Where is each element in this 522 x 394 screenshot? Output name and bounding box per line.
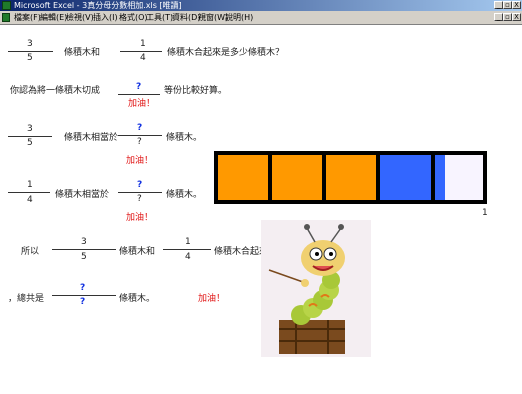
prompt-text: 你認為將一條積木切成 <box>10 86 101 96</box>
row2-q-numerator[interactable]: ? <box>137 180 143 190</box>
row2-denominator: 4 <box>27 195 33 205</box>
menu-tools[interactable]: 工具(T) <box>146 13 174 22</box>
total-q-bar <box>52 295 116 296</box>
menu-window[interactable]: 視窗(W) <box>198 13 229 22</box>
summary-frac2-bar <box>163 249 211 250</box>
bar-model-label: 1 <box>482 208 488 218</box>
row1-text-2: 條積木。 <box>166 133 203 143</box>
question-frac1-numerator: 3 <box>27 39 33 49</box>
question-frac2-bar <box>120 51 162 52</box>
prompt-blank[interactable]: ? <box>136 82 142 92</box>
maximize-button[interactable]: ▫ <box>503 1 512 9</box>
row1-text: 條積木相當於 <box>64 133 119 143</box>
summary-frac1-bar <box>52 249 116 250</box>
question-frac2-numerator: 1 <box>140 39 146 49</box>
row1-q-bar <box>118 135 162 136</box>
prompt-text-2: 等份比較好算。 <box>164 86 228 96</box>
summary-frac1-denominator: 5 <box>81 252 87 262</box>
menu-view[interactable]: 檢視(V) <box>66 13 94 22</box>
excel-icon <box>2 1 11 10</box>
row1-cheer: 加油！ <box>126 156 154 166</box>
prompt-cheer: 加油！ <box>128 99 156 109</box>
row2-bar <box>8 192 50 193</box>
row1-denominator: 5 <box>27 138 33 148</box>
menu-file[interactable]: 檔案(F) <box>14 13 41 22</box>
total-cheer: 加油！ <box>198 294 226 304</box>
doc-close-button[interactable]: X <box>512 13 521 21</box>
title-bar: Microsoft Excel - 3真分母分數相加.xls [唯讀] _ ▫ … <box>0 0 522 11</box>
summary-frac2-denominator: 4 <box>185 252 191 262</box>
row1-q-denominator[interactable]: ? <box>137 137 142 147</box>
question-frac1-bar <box>8 51 53 52</box>
bar-segment-3 <box>326 155 376 200</box>
bar-segment-5-empty <box>445 155 483 200</box>
row2-text: 條積木相當於 <box>55 190 110 200</box>
menu-data[interactable]: 資料(D) <box>172 13 201 22</box>
worksheet: 3 5 條積木和 1 4 條積木合起來是多少條積木？ 你認為將一條積木切成 ? … <box>0 25 522 394</box>
row2-q-bar <box>118 192 162 193</box>
menu-edit[interactable]: 編輯(E) <box>40 13 68 22</box>
summary-lead: 所以 <box>21 247 40 257</box>
question-text-2: 條積木合起來是多少條積木？ <box>167 48 285 58</box>
summary-frac1-numerator: 3 <box>81 237 87 247</box>
question-frac1-denominator: 5 <box>27 53 33 63</box>
total-lead: ，總共是 <box>8 294 45 304</box>
close-button[interactable]: X <box>512 1 521 9</box>
row2-cheer: 加油！ <box>126 213 154 223</box>
menu-insert[interactable]: 插入(I) <box>93 13 118 22</box>
menu-format[interactable]: 格式(O) <box>119 13 148 22</box>
caterpillar-illustration <box>261 220 371 357</box>
menu-bar: 檔案(F) 編輯(E) 檢視(V) 插入(I) 格式(O) 工具(T) 資料(D… <box>0 11 522 25</box>
bar-segment-5-filled <box>435 155 445 200</box>
row1-bar <box>8 136 52 137</box>
row1-q-numerator[interactable]: ? <box>137 123 143 133</box>
menu-help[interactable]: 說明(H) <box>225 13 254 22</box>
row2-text-2: 條積木。 <box>166 190 203 200</box>
summary-text-2: 條積木合起來 <box>214 247 269 257</box>
bar-segment-2 <box>272 155 322 200</box>
doc-restore-button[interactable]: ▫ <box>503 13 512 21</box>
total-q-denominator[interactable]: ? <box>80 297 86 307</box>
bar-segment-4 <box>380 155 431 200</box>
doc-minimize-button[interactable]: _ <box>494 13 503 21</box>
row2-q-denominator[interactable]: ? <box>137 194 142 204</box>
fraction-bar-model <box>214 151 487 204</box>
total-q-numerator[interactable]: ? <box>80 283 86 293</box>
row1-numerator: 3 <box>27 124 33 134</box>
prompt-blank-line <box>118 94 160 95</box>
minimize-button[interactable]: _ <box>494 1 503 9</box>
question-text-1: 條積木和 <box>64 48 101 58</box>
total-text: 條積木。 <box>119 294 156 304</box>
question-frac2-denominator: 4 <box>140 53 146 63</box>
summary-text-1: 條積木和 <box>119 247 156 257</box>
row2-numerator: 1 <box>27 180 33 190</box>
bar-segment-1 <box>218 155 268 200</box>
workbook-icon[interactable] <box>2 13 10 22</box>
summary-frac2-numerator: 1 <box>185 237 191 247</box>
window-title: Microsoft Excel - 3真分母分數相加.xls [唯讀] <box>14 1 182 10</box>
